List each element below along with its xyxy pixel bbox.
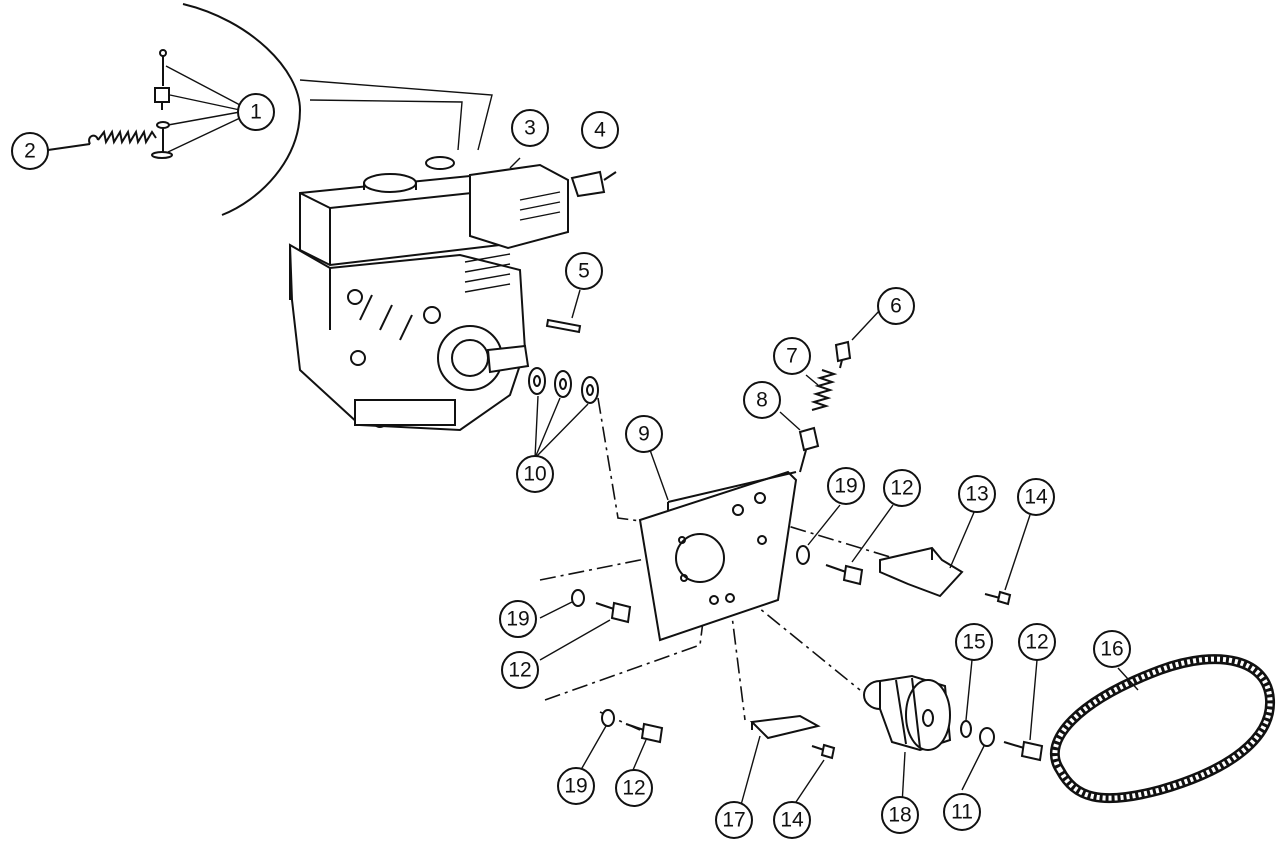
pulley-bolt xyxy=(1003,740,1044,762)
callout-15-11-12-leaders xyxy=(961,659,1038,791)
callout-19-12-lower-leaders xyxy=(577,725,647,776)
bolt-lower xyxy=(625,722,664,744)
pulley-washer-large xyxy=(979,727,995,747)
callout-17-label: 17 xyxy=(722,809,745,832)
callout-10: 10 xyxy=(516,455,554,493)
spacer-washers xyxy=(528,367,599,404)
callout-6-leader xyxy=(851,309,881,341)
engine xyxy=(288,156,569,432)
governor-spring xyxy=(47,129,157,151)
callout-12-right: 12 xyxy=(1018,623,1056,661)
alignment-line-shaft xyxy=(597,397,649,523)
callout-8-leader xyxy=(779,411,801,431)
callout-1: 1 xyxy=(237,93,275,131)
governor-linkage xyxy=(151,49,173,159)
callout-9-label: 9 xyxy=(638,423,650,446)
callout-14-upper-label: 14 xyxy=(1024,486,1048,509)
callout-16-leader xyxy=(1117,667,1139,691)
callout-6: 6 xyxy=(877,287,915,325)
callout-19-12-upper-leaders xyxy=(807,504,894,563)
callout-5-label: 5 xyxy=(578,260,590,283)
washer-lower xyxy=(601,709,615,727)
callout-7-label: 7 xyxy=(786,345,798,368)
callout-18-label: 18 xyxy=(888,804,911,827)
callout-16-label: 16 xyxy=(1100,638,1123,661)
callout-14-lower-label: 14 xyxy=(780,809,804,832)
tension-plunger xyxy=(834,340,852,369)
callout-7: 7 xyxy=(773,337,811,375)
bolt-upper xyxy=(825,564,864,586)
callout-17-leader xyxy=(740,735,761,806)
screw-lower xyxy=(811,743,836,760)
bolt-left xyxy=(595,601,632,624)
tension-spring xyxy=(810,369,838,411)
shaft-key xyxy=(545,318,582,334)
callout-18: 18 xyxy=(881,796,919,834)
screw-upper xyxy=(984,590,1012,606)
tension-knob xyxy=(798,426,820,473)
callout-11-label: 11 xyxy=(951,801,973,824)
callout-4-label: 4 xyxy=(594,119,606,142)
callout-13-label: 13 xyxy=(965,483,988,506)
angle-bracket xyxy=(879,546,964,598)
callout-13-leader xyxy=(949,509,976,569)
callout-19-12-left-leaders xyxy=(539,601,611,661)
belt-clip xyxy=(749,714,821,740)
callout-5-leader xyxy=(571,289,581,319)
callout-19-left: 19 xyxy=(499,600,537,638)
callout-3-leader xyxy=(509,157,521,169)
callout-12-left: 12 xyxy=(501,651,539,689)
mounting-plate xyxy=(638,470,798,642)
callout-12-upper: 12 xyxy=(883,469,921,507)
alignment-line-clip xyxy=(729,599,746,721)
callout-19-lower-label: 19 xyxy=(564,775,587,798)
callout-2: 2 xyxy=(11,132,49,170)
callout-10-label: 10 xyxy=(523,463,546,486)
throttle-bracket xyxy=(570,170,617,198)
v-belt xyxy=(1050,654,1276,804)
callout-19-left-label: 19 xyxy=(506,608,529,631)
callout-1-label: 1 xyxy=(250,101,262,124)
callout-6-label: 6 xyxy=(890,295,902,318)
pulley-washer-small xyxy=(960,720,972,738)
callout-9-leader xyxy=(649,449,669,501)
callout-19-upper-label: 19 xyxy=(834,475,857,498)
callout-14-lower: 14 xyxy=(773,801,811,839)
callout-11: 11 xyxy=(943,793,981,831)
callout-5: 5 xyxy=(565,252,603,290)
callout-9: 9 xyxy=(625,415,663,453)
callout-12-lower-label: 12 xyxy=(622,777,645,800)
callout-13: 13 xyxy=(958,475,996,513)
detail-leader-lines xyxy=(299,79,493,151)
callout-3-label: 3 xyxy=(524,117,536,140)
callout-14-upper-leader xyxy=(1004,514,1031,591)
callout-12-left-label: 12 xyxy=(508,659,531,682)
callout-7-leader xyxy=(805,374,819,386)
callout-4: 4 xyxy=(581,111,619,149)
callout-14-upper: 14 xyxy=(1017,478,1055,516)
callout-19-lower: 19 xyxy=(557,767,595,805)
callout-8: 8 xyxy=(743,381,781,419)
callout-12-right-label: 12 xyxy=(1025,631,1048,654)
callout-12-lower: 12 xyxy=(615,769,653,807)
alignment-line-left-upper xyxy=(539,544,691,581)
callout-16: 16 xyxy=(1093,630,1131,668)
callout-15: 15 xyxy=(955,623,993,661)
washer-upper xyxy=(796,545,810,565)
callout-17: 17 xyxy=(715,801,753,839)
callout-2-label: 2 xyxy=(24,140,36,163)
callout-14-lower-leader xyxy=(795,759,825,803)
callout-19-upper: 19 xyxy=(827,467,865,505)
callout-15-label: 15 xyxy=(962,631,985,654)
washer-left xyxy=(571,589,585,607)
callout-12-upper-label: 12 xyxy=(890,477,913,500)
detail-inset-arc xyxy=(182,3,302,216)
callout-8-label: 8 xyxy=(756,389,768,412)
callout-1-leaders xyxy=(165,65,241,153)
drive-pulley xyxy=(863,674,952,752)
callout-10-leaders xyxy=(534,395,589,459)
callout-3: 3 xyxy=(511,109,549,147)
